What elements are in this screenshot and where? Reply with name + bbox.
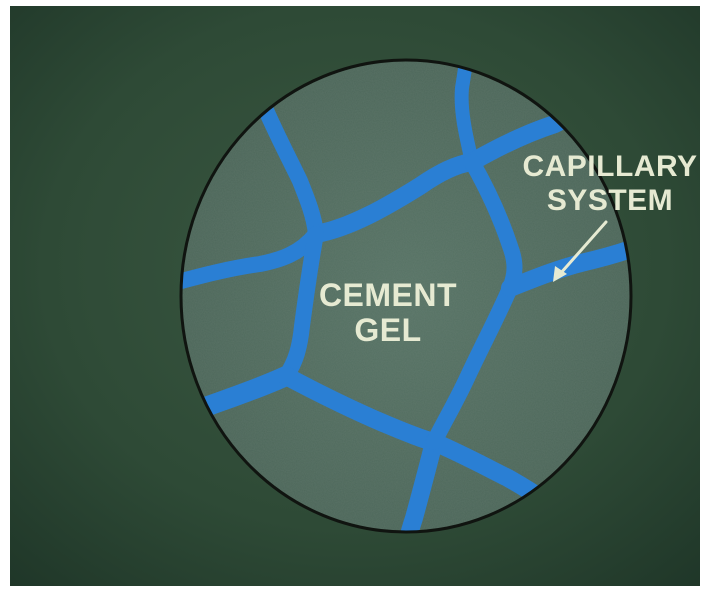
cement-gel-label-line1: CEMENT bbox=[319, 277, 457, 313]
capillary-system-label-line1: CAPILLARY bbox=[522, 150, 697, 183]
cement-gel-label-line2: GEL bbox=[354, 312, 421, 348]
diagram-canvas: CEMENT GEL CAPILLARY SYSTEM bbox=[10, 6, 700, 586]
capillary-system-label-line2: SYSTEM bbox=[547, 184, 673, 217]
capillary-diagram: CEMENT GEL CAPILLARY SYSTEM bbox=[10, 6, 700, 586]
